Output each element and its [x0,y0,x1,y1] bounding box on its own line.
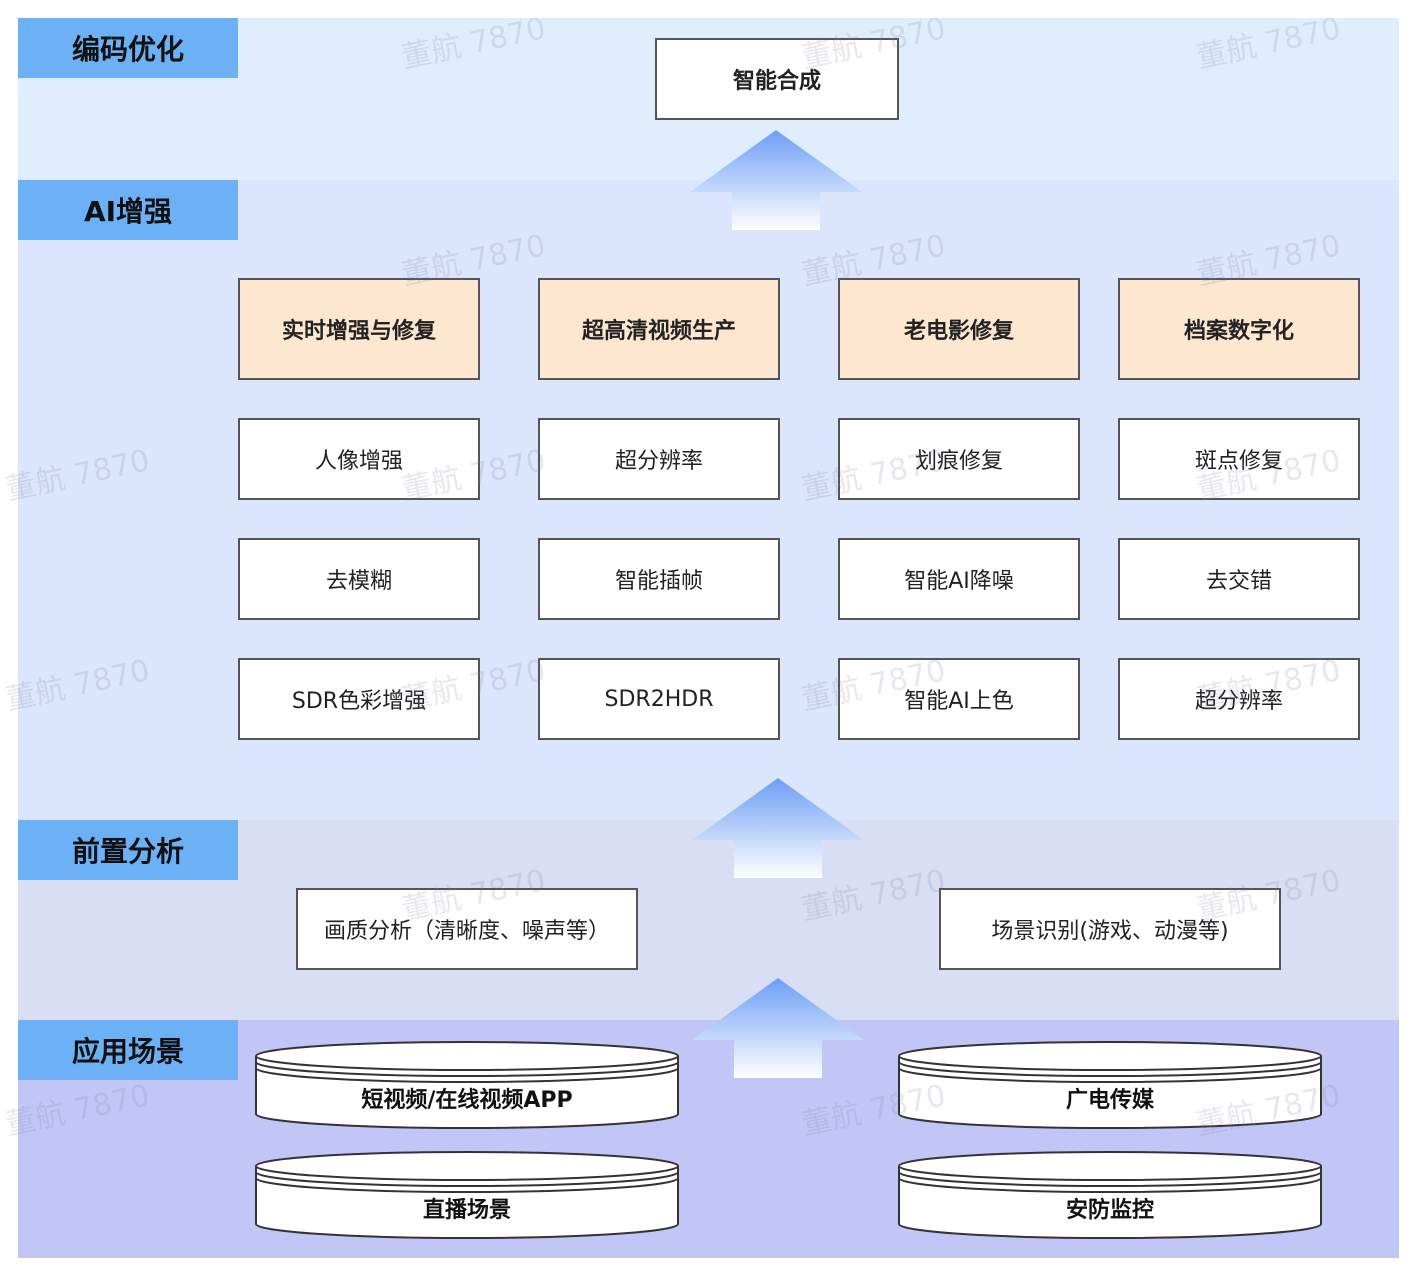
ai-cell: 人像增强 [238,418,480,500]
scene-label: 安防监控 [1065,1198,1154,1223]
scene-label: 广电传媒 [1065,1088,1154,1113]
ai-cell: 去模糊 [238,538,480,620]
scene-live: 直播场景 [254,1148,680,1240]
ai-header-uhd: 超高清视频生产 [538,278,780,380]
smart-synthesis-box: 智能合成 [655,38,899,120]
ai-cell: SDR2HDR [538,658,780,740]
up-arrow-icon [692,778,864,878]
ai-cell: SDR色彩增强 [238,658,480,740]
database-icon [255,1151,679,1239]
ai-cell: 去交错 [1118,538,1360,620]
up-arrow-icon [692,978,864,1078]
ai-cell: 超分辨率 [538,418,780,500]
ai-cell: 斑点修复 [1118,418,1360,500]
scene-label: 直播场景 [422,1198,511,1223]
layer-label-ai: AI增强 [18,180,238,240]
scene-security: 安防监控 [897,1148,1323,1240]
ai-cell: 智能AI降噪 [838,538,1080,620]
ai-header-realtime: 实时增强与修复 [238,278,480,380]
database-icon [255,1041,679,1129]
ai-cell: 智能插帧 [538,538,780,620]
layer-label-encoding: 编码优化 [18,18,238,78]
layer-label-analysis: 前置分析 [18,820,238,880]
scene-short-video: 短视频/在线视频APP [254,1038,680,1130]
ai-header-archive: 档案数字化 [1118,278,1360,380]
layer-label-scenes: 应用场景 [18,1020,238,1080]
scene-recognition-box: 场景识别(游戏、动漫等) [939,888,1281,970]
ai-header-old-film: 老电影修复 [838,278,1080,380]
quality-analysis-box: 画质分析（清晰度、噪声等） [296,888,638,970]
ai-cell: 智能AI上色 [838,658,1080,740]
ai-cell: 划痕修复 [838,418,1080,500]
up-arrow-icon [690,130,862,230]
ai-cell: 超分辨率 [1118,658,1360,740]
database-icon [898,1041,1322,1129]
scene-label: 短视频/在线视频APP [361,1088,573,1113]
scene-broadcast: 广电传媒 [897,1038,1323,1130]
database-icon [898,1151,1322,1239]
